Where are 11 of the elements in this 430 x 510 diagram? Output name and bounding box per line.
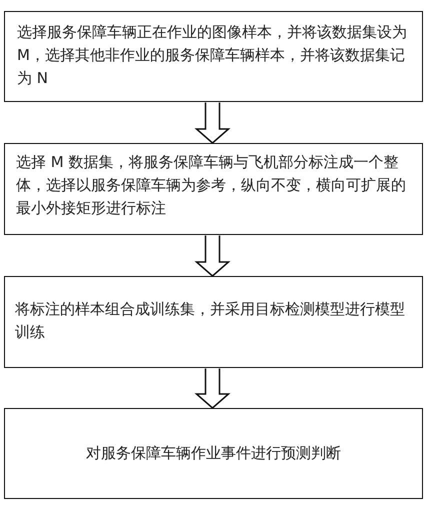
process-box [4,143,423,235]
step-text: 选择 M 数据集，将服务保障车辆与飞机部分标注成一个整体，选择以服务保障车辆为参考，纵向不变，横向可扩展的最小外接矩形进行标注 [16,152,407,219]
step-text: 对服务保障车辆作业事件进行预测判断 [86,443,341,464]
step-text: 选择服务保障车辆正在作业的图像样本，并将该数据集设为M，选择其他非作业的服务保障车辆样本，并将该数据集记为 N [17,22,408,89]
block-arrow [194,234,230,277]
process-box [4,11,423,102]
process-box [4,408,423,499]
step-text: 将标注的样本组合成训练集，并采用目标检测模型进行模型训练 [15,299,406,343]
block-arrow [194,102,230,144]
process-box [4,276,423,368]
block-arrow [194,368,230,409]
